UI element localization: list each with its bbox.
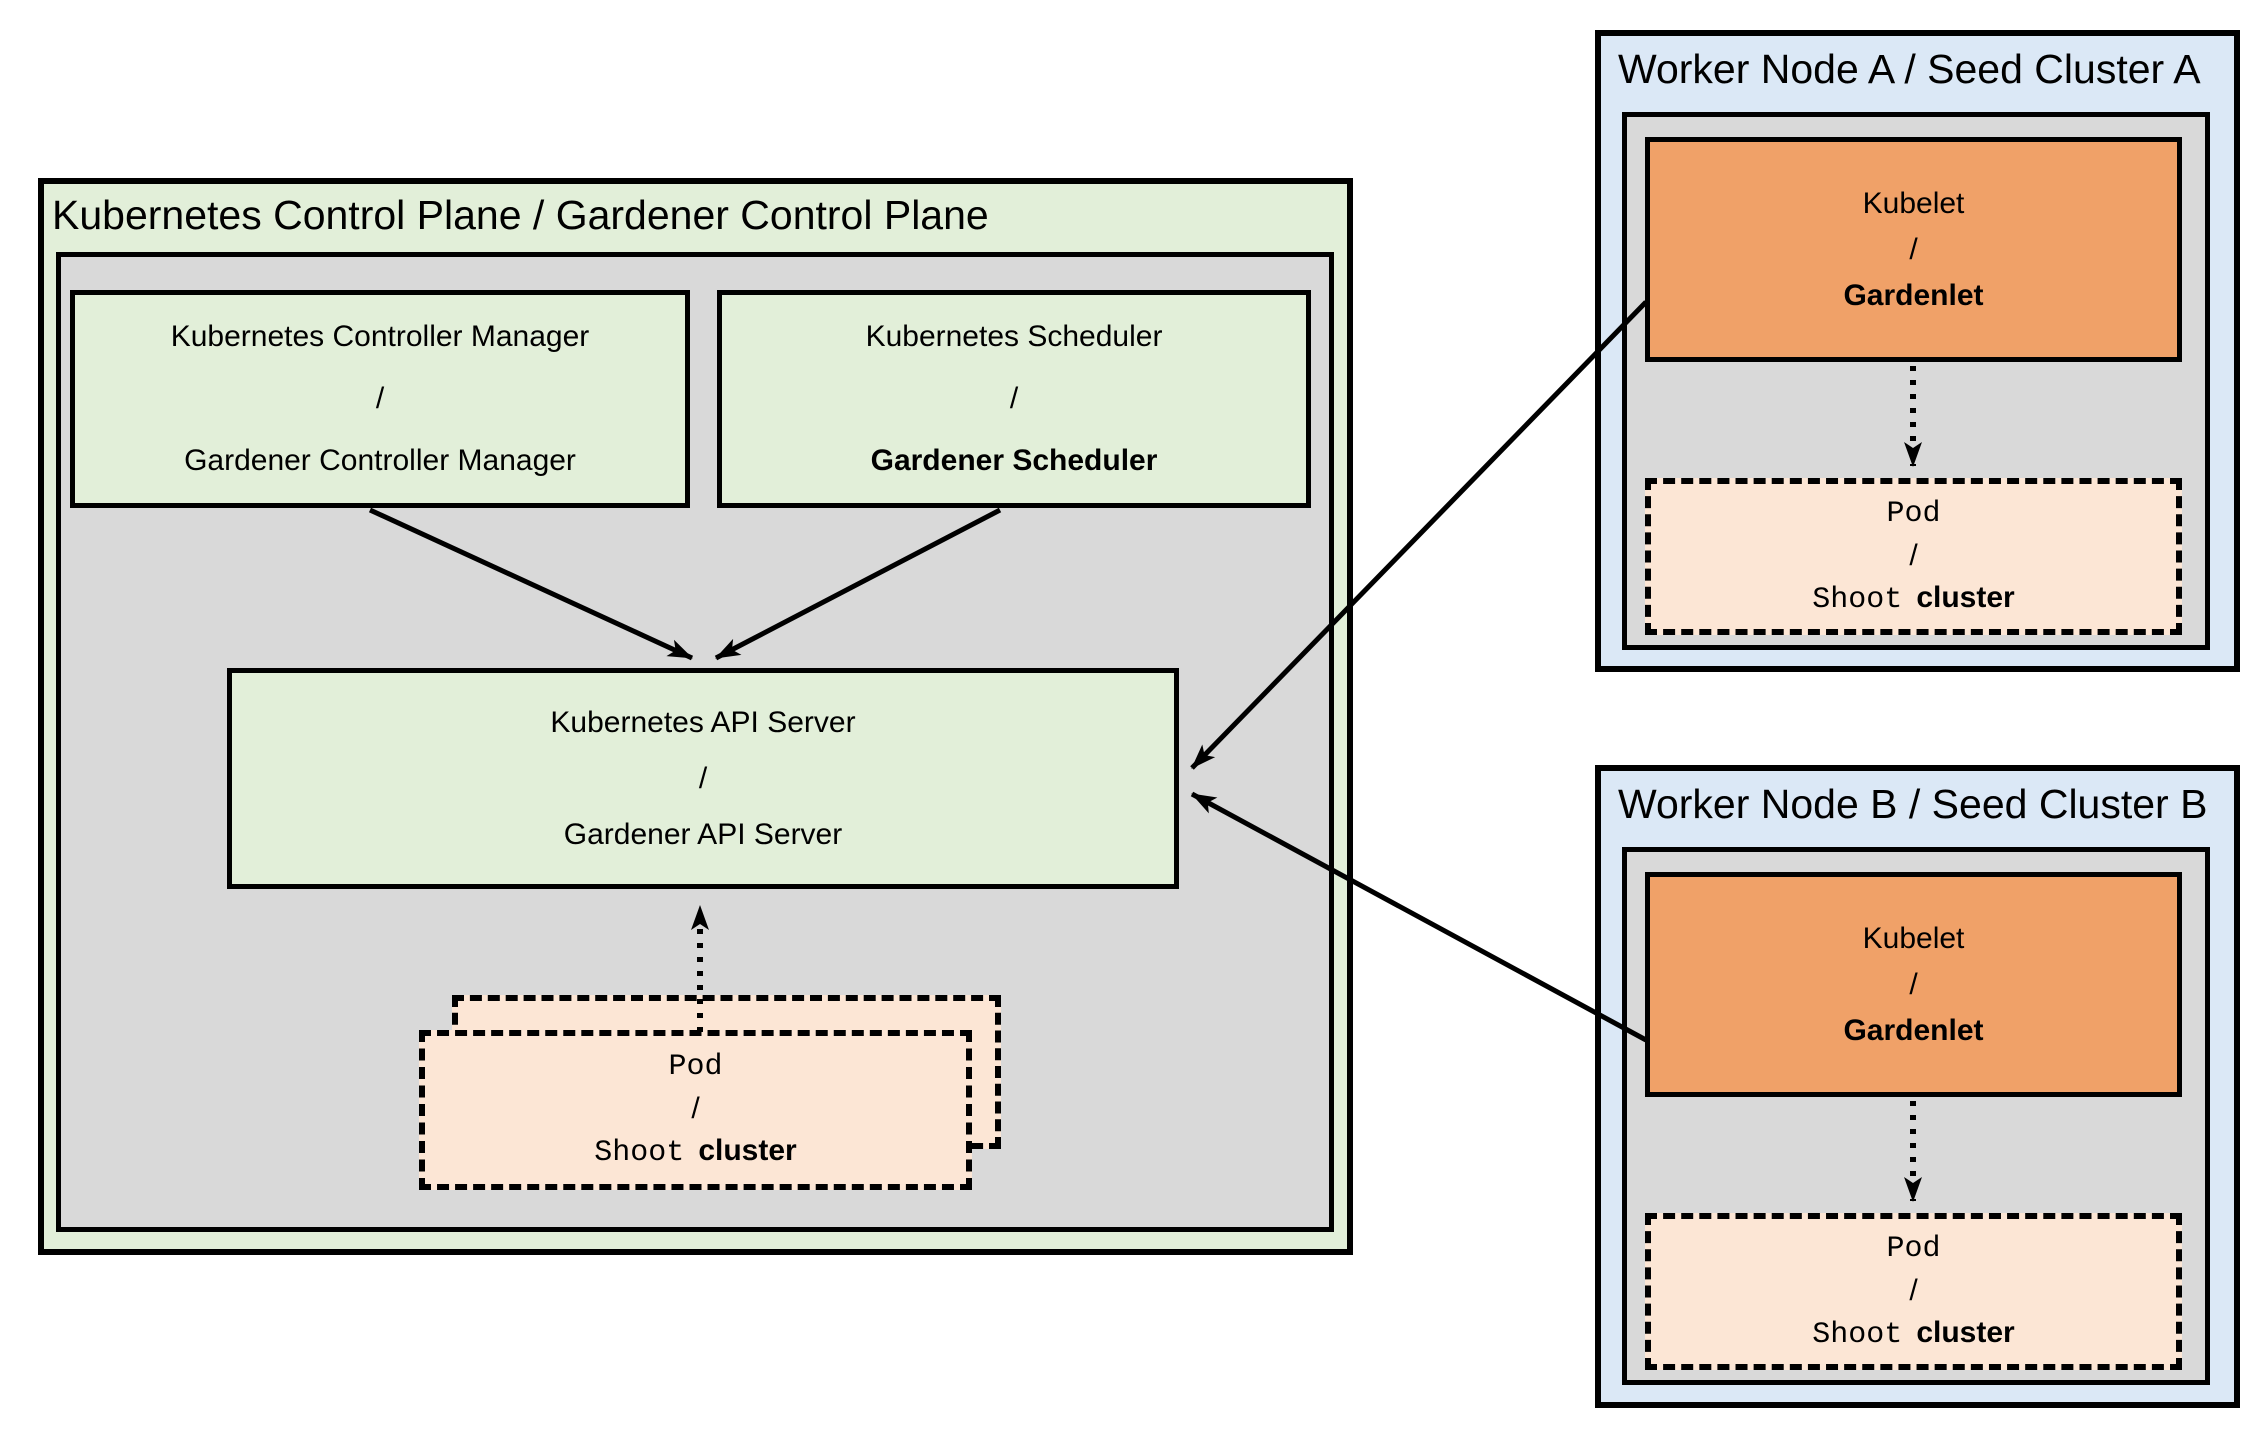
shoot-cluster-b-line: Shoot cluster (1812, 1315, 2014, 1353)
kubelet-b-label: Kubelet / Gardenlet (1650, 877, 2177, 1092)
controller-manager-box: Kubernetes Controller Manager / Gardener… (70, 290, 690, 508)
pod-shoot-box-control-plane: Pod / Shoot cluster (419, 1030, 972, 1190)
api-server-separator: / (698, 761, 708, 795)
scheduler-bottom-line: Gardener Scheduler (870, 444, 1158, 477)
controller-manager-top-line: Kubernetes Controller Manager (170, 320, 590, 353)
controller-manager-label: Kubernetes Controller Manager / Gardener… (75, 295, 685, 503)
shoot-word: Shoot (594, 1136, 685, 1170)
kubelet-gardenlet-box-a: Kubelet / Gardenlet (1645, 137, 2182, 362)
pod-b-line: Pod (1886, 1231, 1941, 1266)
cluster-word: cluster (698, 1134, 797, 1167)
scheduler-box: Kubernetes Scheduler / Gardener Schedule… (717, 290, 1311, 508)
pod-line: Pod (668, 1050, 723, 1084)
shoot-cluster-a-line: Shoot cluster (1812, 580, 2014, 618)
kubelet-b-top-line: Kubelet (1862, 921, 1965, 955)
cluster-a-word: cluster (1916, 580, 2015, 614)
kubelet-a-bottom-line: Gardenlet (1843, 278, 1984, 312)
api-server-top-line: Kubernetes API Server (550, 705, 856, 739)
scheduler-label: Kubernetes Scheduler / Gardener Schedule… (722, 295, 1306, 503)
worker-node-a-title: Worker Node A / Seed Cluster A (1618, 46, 2201, 92)
pod-shoot-box-b: Pod / Shoot cluster (1645, 1213, 2182, 1370)
api-server-box: Kubernetes API Server / Gardener API Ser… (227, 668, 1179, 889)
controller-manager-bottom-line: Gardener Controller Manager (184, 444, 576, 477)
shoot-cluster-line: Shoot cluster (594, 1133, 796, 1171)
pod-a-separator: / (1909, 538, 1918, 572)
kubelet-a-label: Kubelet / Gardenlet (1650, 142, 2177, 357)
pod-separator: / (691, 1092, 700, 1125)
shoot-a-word: Shoot (1812, 582, 1903, 617)
kubelet-b-separator: / (1909, 967, 1918, 1001)
cluster-b-word: cluster (1916, 1315, 2015, 1349)
pod-shoot-label-control-plane: Pod / Shoot cluster (425, 1036, 966, 1184)
controller-manager-separator: / (375, 382, 385, 415)
scheduler-top-line: Kubernetes Scheduler (865, 320, 1163, 353)
control-plane-title: Kubernetes Control Plane / Gardener Cont… (52, 192, 989, 238)
pod-a-line: Pod (1886, 496, 1941, 531)
kubelet-gardenlet-box-b: Kubelet / Gardenlet (1645, 872, 2182, 1097)
shoot-b-word: Shoot (1812, 1317, 1903, 1352)
scheduler-separator: / (1009, 382, 1019, 415)
api-server-bottom-line: Gardener API Server (563, 817, 843, 851)
pod-b-separator: / (1909, 1273, 1918, 1307)
pod-shoot-label-a: Pod / Shoot cluster (1651, 484, 2176, 629)
pod-shoot-label-b: Pod / Shoot cluster (1651, 1219, 2176, 1364)
kubelet-b-bottom-line: Gardenlet (1843, 1013, 1984, 1047)
pod-shoot-box-a: Pod / Shoot cluster (1645, 478, 2182, 635)
api-server-label: Kubernetes API Server / Gardener API Ser… (232, 673, 1174, 884)
kubelet-a-separator: / (1909, 232, 1918, 266)
kubelet-a-top-line: Kubelet (1862, 186, 1965, 220)
worker-node-b-title: Worker Node B / Seed Cluster B (1618, 781, 2208, 827)
